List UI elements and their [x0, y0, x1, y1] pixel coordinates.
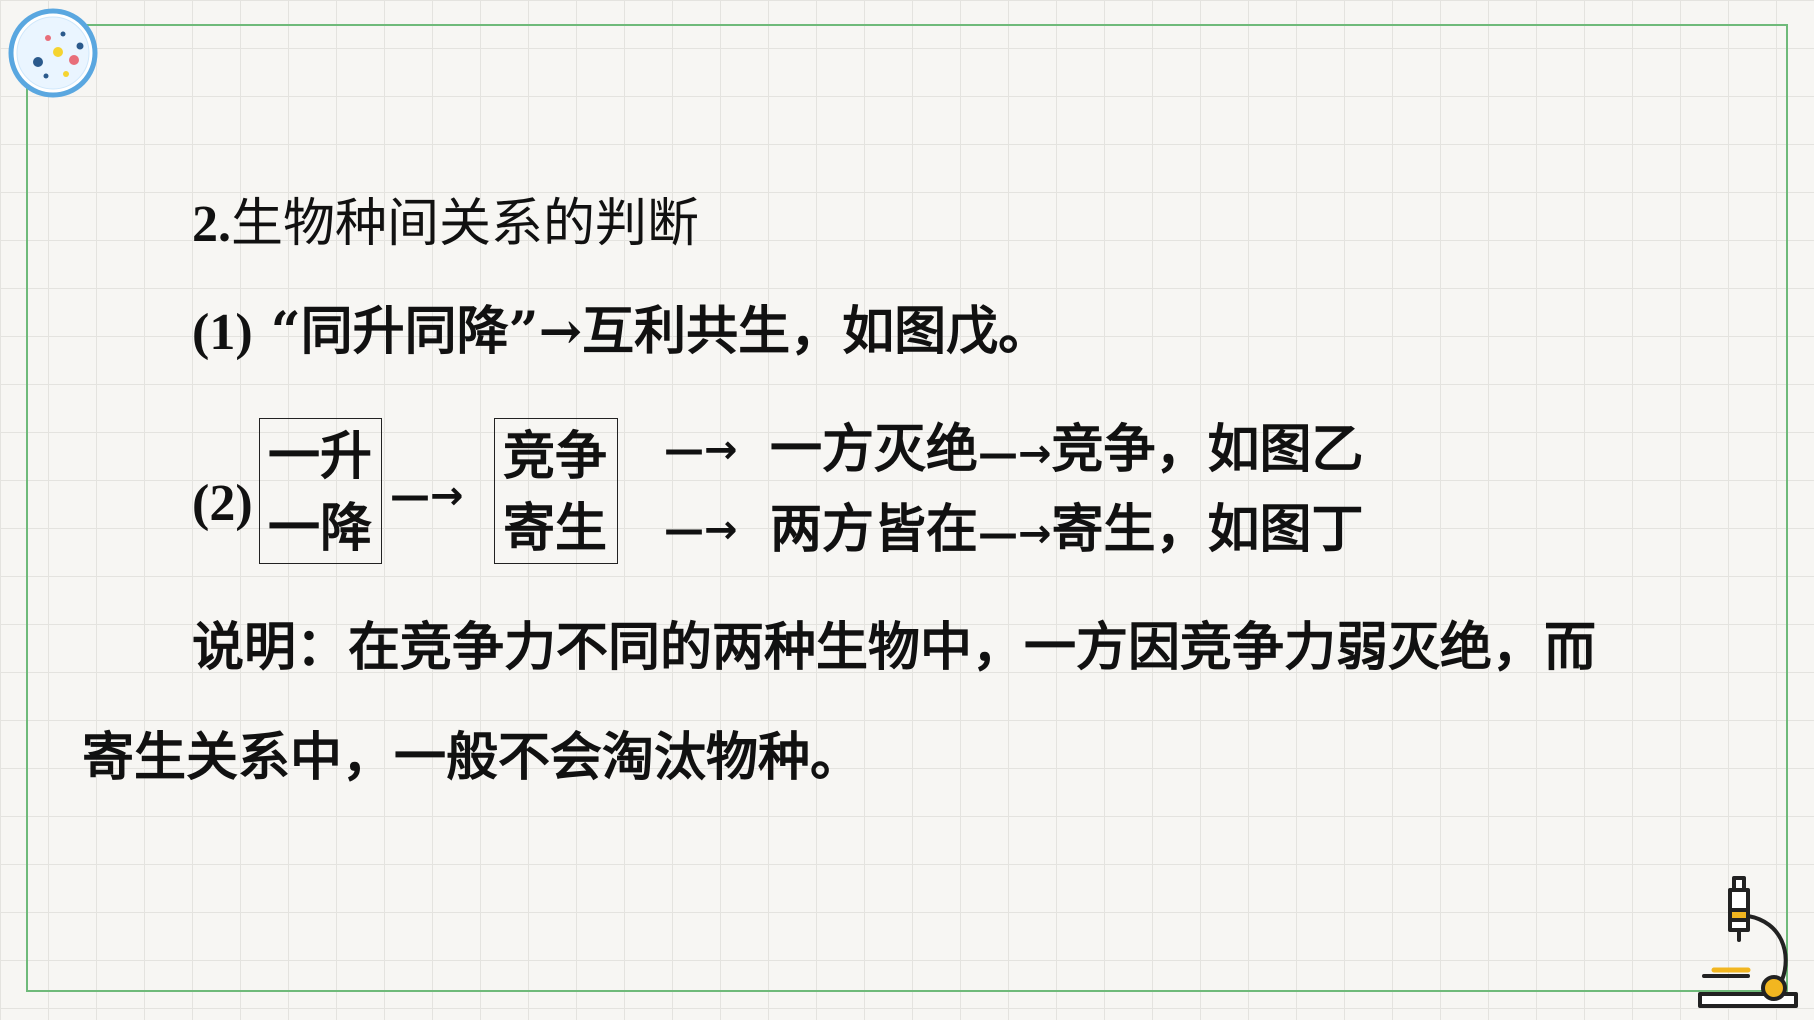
branch-outcome-competition: 一方灭绝—→竞争，如图乙	[770, 419, 1364, 480]
rule-1-result: 互利共生，如图戊。	[582, 301, 1051, 362]
condition-box: 一升 一降	[259, 418, 382, 564]
section-heading: 2.生物种间关系的判断	[192, 194, 700, 254]
slide-frame	[26, 24, 1788, 992]
branch-arrow: —→	[664, 507, 738, 553]
branch-outcome-parasitism: 两方皆在—→寄生，如图丁	[770, 499, 1364, 560]
microscope-icon	[1698, 876, 1798, 1008]
rule-1: (1) “同升同降”→互利共生，如图戊。	[192, 306, 1050, 359]
rule-1-condition: “同升同降”	[270, 301, 539, 362]
explanation-line-1: 说明：在竞争力不同的两种生物中，一方因竞争力弱灭绝，而	[192, 617, 1597, 678]
relation-box-line: 寄生	[503, 498, 608, 559]
rule-2-label: (2)	[192, 475, 253, 532]
relation-box-line: 竞争	[503, 426, 608, 487]
condition-box-line: 一升	[268, 426, 373, 487]
condition-box-line: 一降	[268, 498, 373, 559]
rule-1-arrow: →	[538, 301, 583, 362]
arrow-to-relation: —→	[390, 473, 464, 519]
relation-box: 竞争 寄生	[494, 418, 618, 564]
branch-arrow: —→	[664, 427, 738, 473]
rule-1-label: (1)	[192, 304, 253, 361]
microbe-badge-icon	[8, 8, 98, 98]
explanation-line-2: 寄生关系中，一般不会淘汰物种。	[82, 727, 863, 788]
